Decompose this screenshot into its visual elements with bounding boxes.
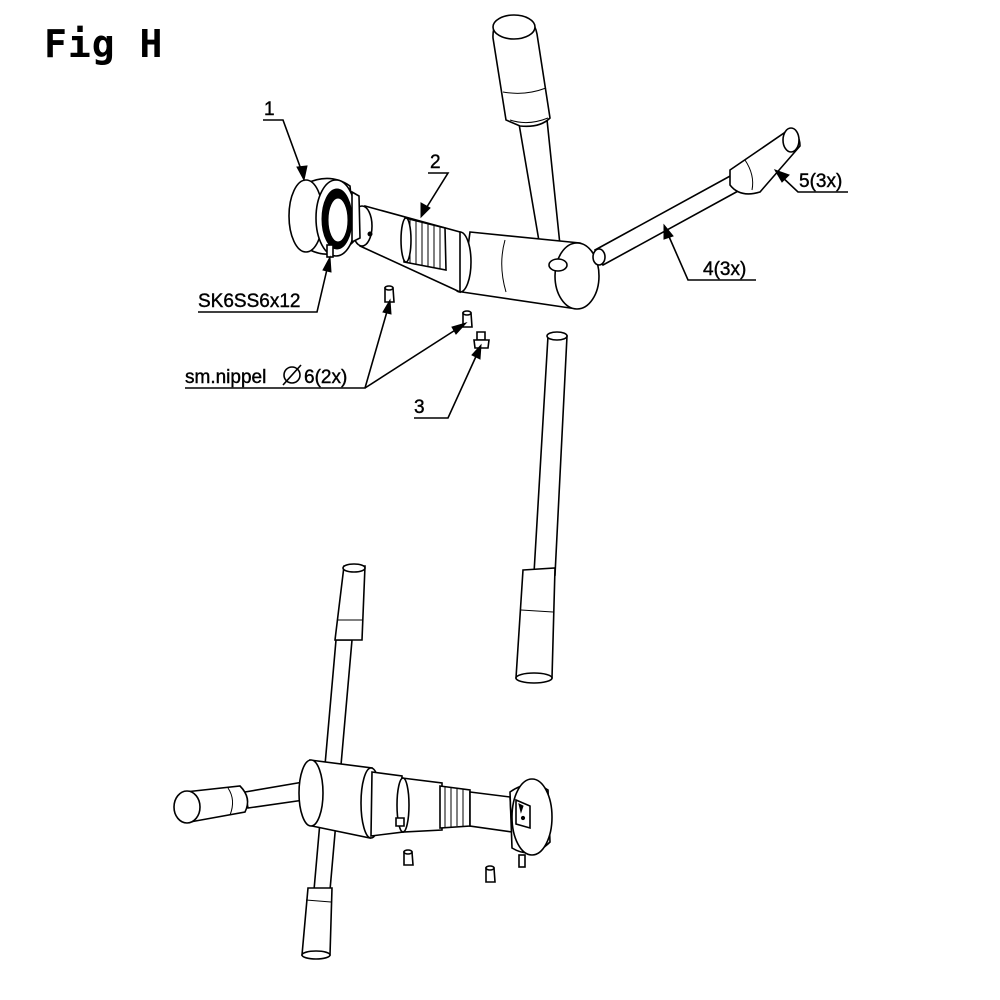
label-screw: SK6SS6x12 (198, 291, 300, 312)
item-5-knob-upper (729, 127, 801, 195)
label-item-1: 1 (264, 99, 275, 120)
figure-title: Fig H (44, 22, 164, 66)
label-item-4: 4(3x) (703, 259, 746, 280)
lower-left-lever (173, 779, 319, 824)
label-nipple: sm.nippel (185, 367, 266, 388)
item-1-dial-ring (288, 177, 361, 258)
upper-vertical-lever (492, 14, 561, 248)
lower-shaft (370, 771, 513, 837)
label-nipple-size: 6(2x) (304, 367, 347, 388)
item-3-screw (473, 331, 490, 349)
upper-hub (448, 231, 600, 310)
upper-shaft (351, 204, 461, 294)
lower-dial-ring (509, 778, 553, 868)
label-item-3: 3 (414, 397, 425, 418)
item-4-rod-lower (515, 331, 568, 684)
leader-lines (185, 119, 848, 419)
label-item-2: 2 (430, 152, 441, 173)
lower-hub (298, 759, 382, 839)
upper-nipples (384, 285, 473, 328)
label-item-5: 5(3x) (799, 171, 842, 192)
lower-nipples (403, 849, 496, 883)
item-4-rod-upper (592, 173, 742, 267)
diameter-symbol (282, 364, 302, 386)
